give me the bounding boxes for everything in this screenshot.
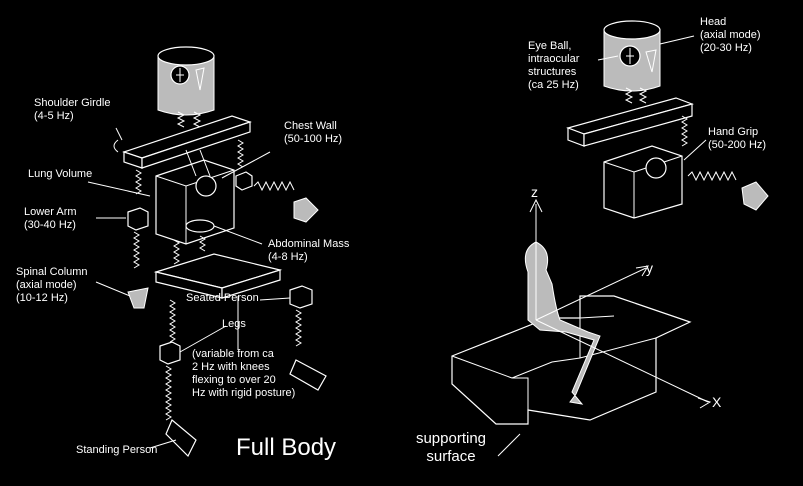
head-arm-model — [566, 20, 769, 219]
x-axis-label: X — [712, 394, 722, 410]
full-body-title: Full Body — [236, 434, 337, 461]
spinal-column-label: Spinal Column(axial mode)(10-12 Hz) — [16, 266, 88, 304]
shoulder-girdle-label: Shoulder Girdle(4-5 Hz) — [34, 97, 111, 122]
seated-person-label: Seated Person — [186, 292, 259, 304]
seated-person-axes — [451, 198, 712, 457]
abdominal-mass-label: Abdominal Mass(4-8 Hz) — [268, 238, 350, 263]
head-label: Head(axial mode)(20-30 Hz) — [700, 16, 761, 54]
standing-person-label: Standing Person — [76, 444, 158, 456]
chest-wall-label: Chest Wall(50-100 Hz) — [284, 120, 343, 145]
legs-label: Legs — [222, 318, 246, 330]
lower-arm-label: Lower Arm(30-40 Hz) — [24, 206, 77, 231]
hand-grip-label: Hand Grip(50-200 Hz) — [708, 126, 767, 151]
z-axis-label: z — [531, 184, 538, 200]
full-body-model — [87, 46, 327, 458]
y-axis-label: y — [646, 260, 653, 276]
lung-volume-label: Lung Volume — [28, 168, 93, 180]
